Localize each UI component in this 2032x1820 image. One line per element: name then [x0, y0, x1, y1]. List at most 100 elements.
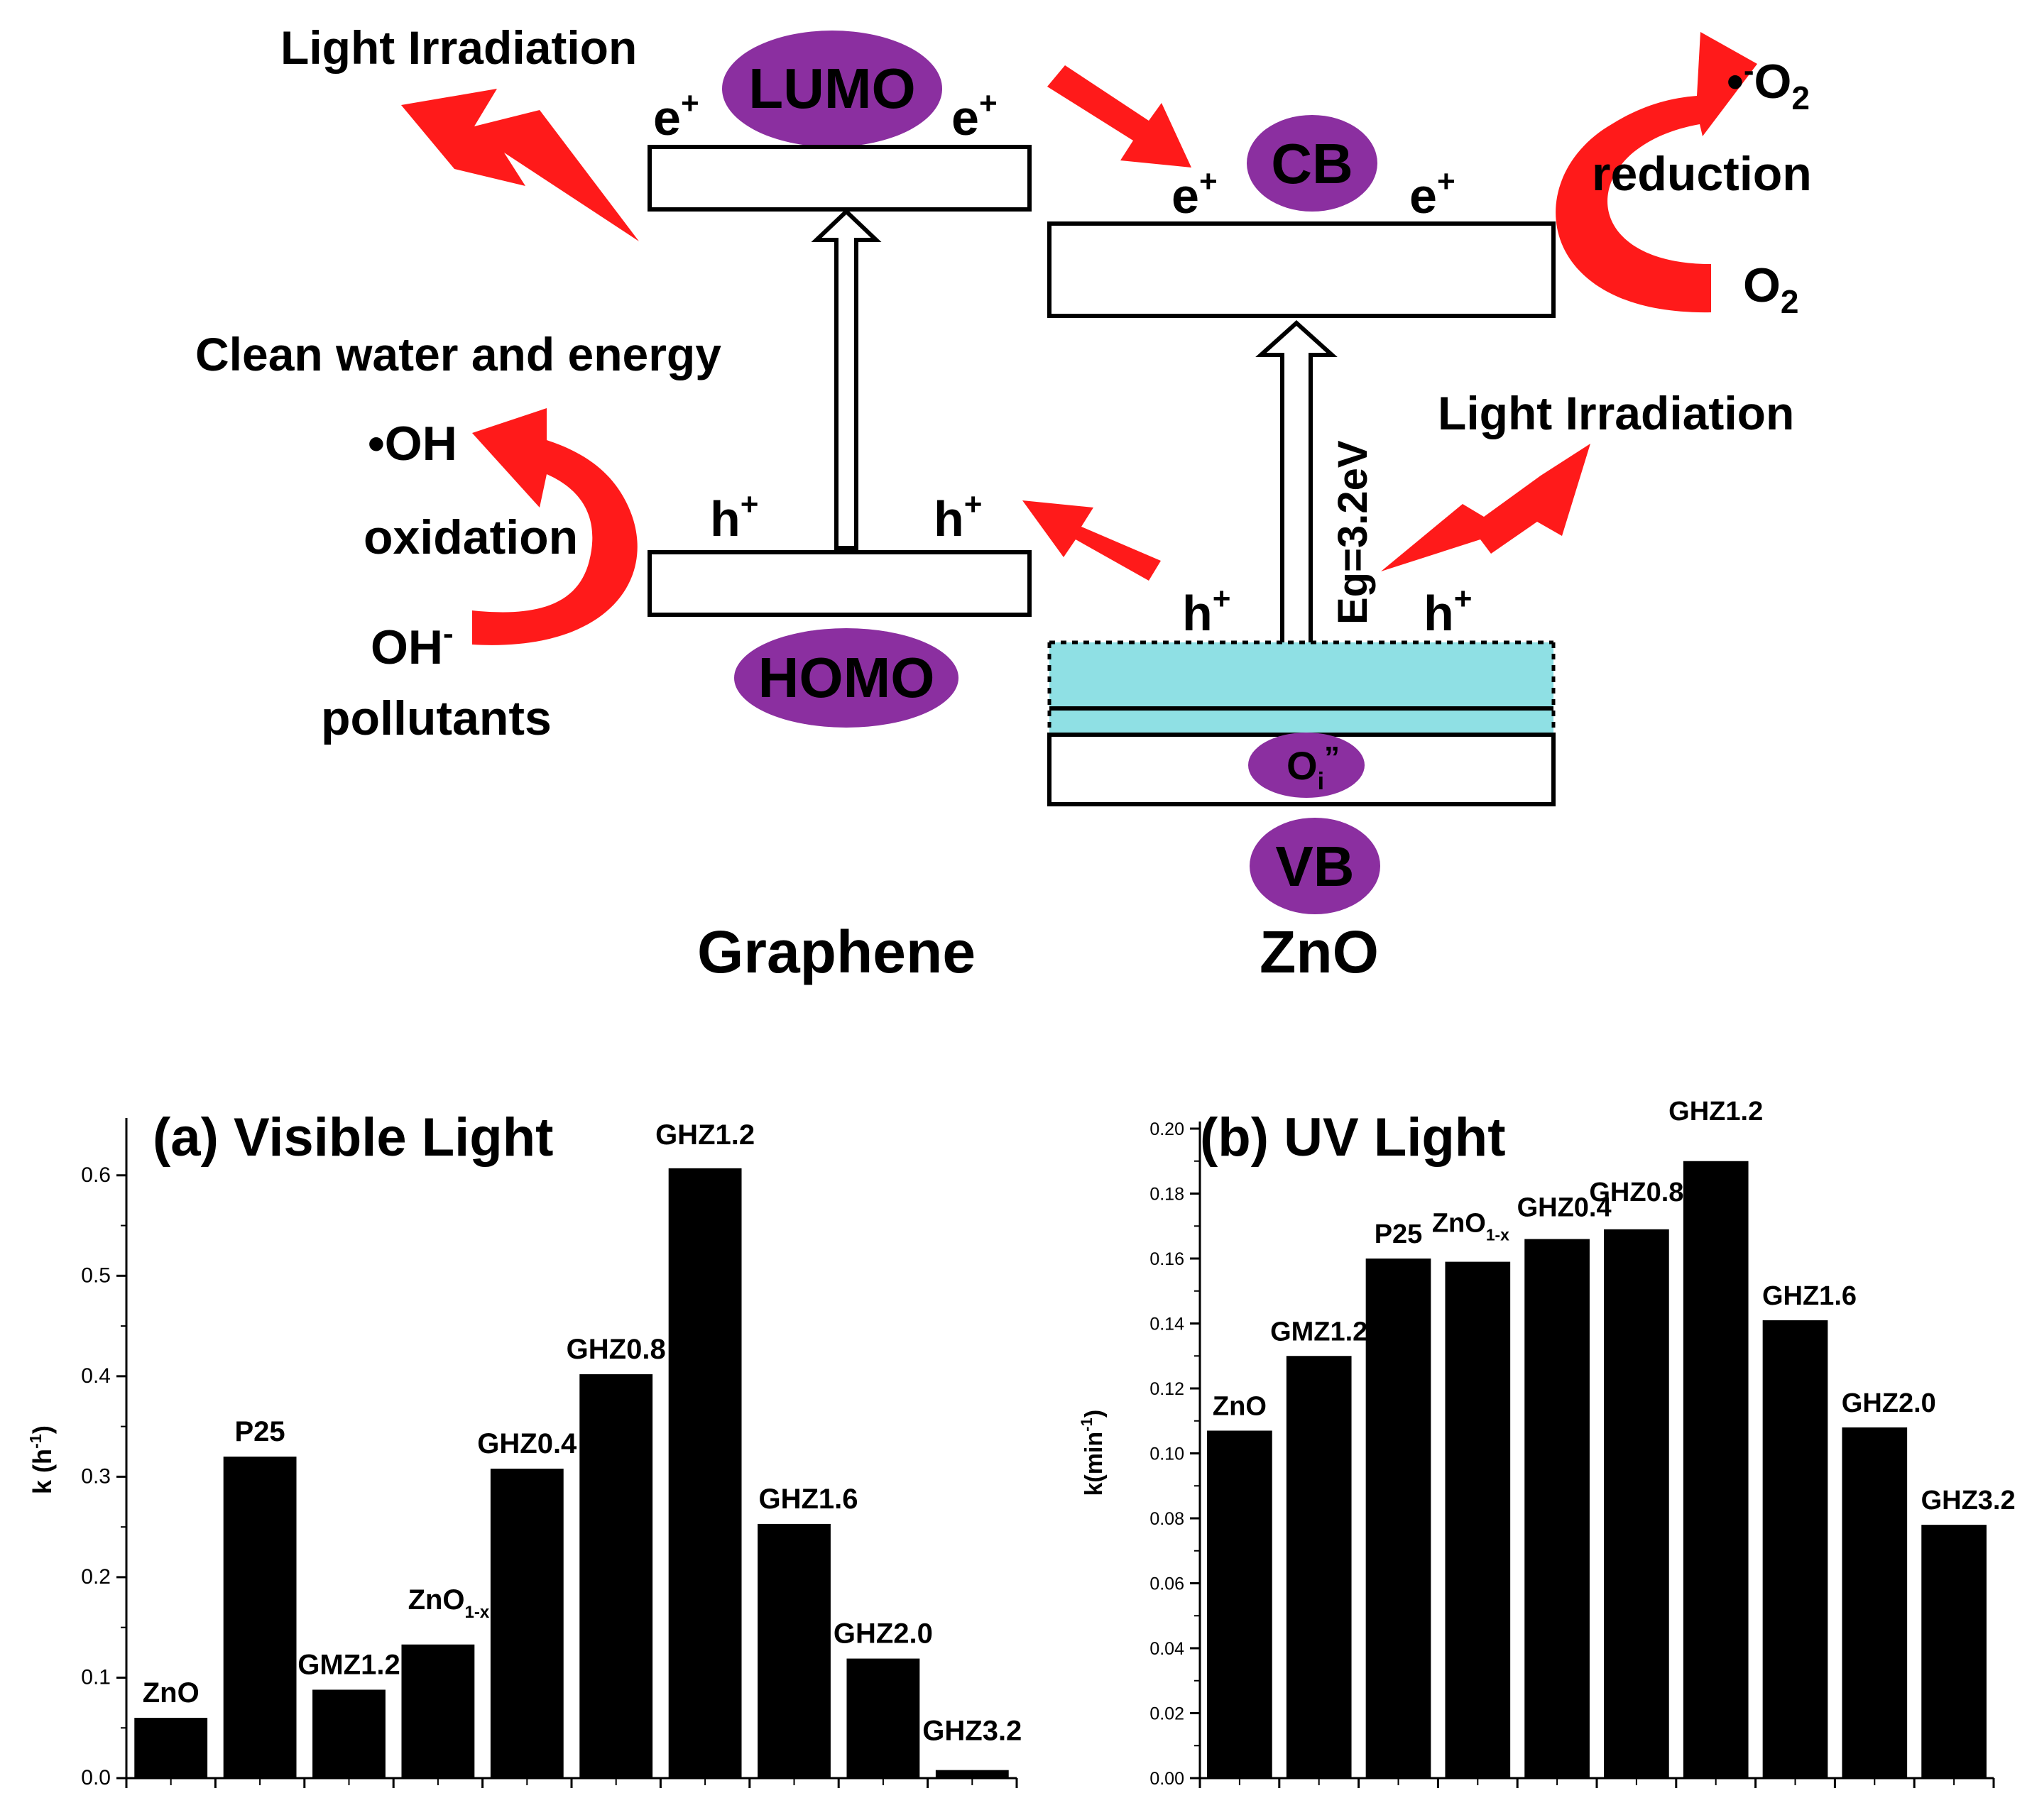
- y-axis-label: k(min-1): [1078, 1410, 1108, 1496]
- bar: [1207, 1430, 1272, 1778]
- oh-minus-label: OH-: [371, 616, 454, 674]
- oxidation-curved-arrow-icon: [472, 408, 638, 645]
- defect-band: [1049, 642, 1553, 735]
- y-tick-label: 0.08: [1149, 1509, 1184, 1529]
- graphene-label: Graphene: [697, 919, 976, 985]
- y-tick-label: 0.00: [1149, 1769, 1184, 1789]
- electron-label: e+: [951, 86, 998, 146]
- pollutants-label: pollutants: [321, 691, 552, 745]
- hole-label: h+: [710, 487, 758, 547]
- chart-title: (b) UV Light: [1200, 1107, 1506, 1168]
- y-tick-label: 0.06: [1149, 1574, 1184, 1594]
- bar: [1365, 1259, 1431, 1778]
- bar-label: ZnO: [143, 1677, 200, 1709]
- bar: [668, 1168, 742, 1778]
- oh-radical-label: •OH: [368, 417, 457, 471]
- bar-label: GMZ1.2: [1270, 1317, 1367, 1347]
- electron-label: e+: [1171, 164, 1218, 224]
- bar: [223, 1457, 297, 1778]
- bar: [1762, 1320, 1828, 1778]
- bar: [1445, 1261, 1511, 1778]
- electron-transfer-arrow-icon: [1047, 65, 1191, 168]
- vb-ellipse: [1250, 818, 1380, 914]
- defect-ellipse: [1248, 733, 1365, 798]
- bar-label: GHZ1.6: [758, 1484, 858, 1515]
- bar-label: GHZ3.2: [922, 1716, 1022, 1747]
- chart-uv-light: 0.00 0.02 0.04 0.06 0.08 0.10 0.12 0.14 0.16 0.18…: [1078, 1097, 2016, 1789]
- hole-label: h+: [1424, 581, 1472, 641]
- lightning-bolt-right-icon: [1381, 444, 1590, 571]
- y-tick-label: 0.02: [1149, 1704, 1184, 1724]
- graphene-homo-band: [648, 550, 1032, 617]
- bar: [1286, 1356, 1352, 1778]
- y-tick-label: 0.2: [81, 1565, 111, 1589]
- chart-title: (a) Visible Light: [153, 1107, 553, 1168]
- y-tick-label: 0.1: [81, 1665, 111, 1689]
- reduction-label: reduction: [1592, 147, 1812, 201]
- bar: [579, 1374, 653, 1778]
- hole-label: h+: [934, 487, 982, 547]
- bar-label: ZnO: [1213, 1391, 1267, 1421]
- bar: [758, 1523, 831, 1778]
- reduction-curved-arrow-icon: [1556, 32, 1757, 313]
- bar-label: GHZ2.0: [834, 1618, 933, 1650]
- bar: [1524, 1239, 1590, 1778]
- bar: [1842, 1427, 1908, 1778]
- energy-diagram: Light Irradiation LUMO e+ e+ Clean water…: [195, 21, 1812, 985]
- cb-ellipse: [1247, 115, 1377, 212]
- bar-label: GHZ0.8: [1589, 1178, 1683, 1207]
- lumo-label: LUMO: [748, 57, 916, 120]
- bar-label: GHZ2.0: [1842, 1388, 1936, 1418]
- bar: [935, 1770, 1009, 1778]
- bar: [1604, 1229, 1669, 1778]
- o2-label: O2: [1743, 258, 1799, 320]
- y-tick-label: 0.3: [81, 1464, 111, 1488]
- bar-label: P25: [235, 1416, 285, 1447]
- hole-transfer-arrow-icon: [1022, 500, 1161, 581]
- bar-label: GHZ0.4: [477, 1428, 577, 1459]
- bar: [1921, 1525, 1987, 1778]
- defect-label: Oi”: [1287, 740, 1340, 795]
- bar: [1683, 1161, 1749, 1778]
- y-tick-label: 0.4: [81, 1364, 111, 1388]
- y-tick-label: 0.12: [1149, 1379, 1184, 1399]
- bar-label: GHZ0.4: [1517, 1193, 1612, 1223]
- zno-cb-band: [1047, 221, 1556, 318]
- clean-water-label: Clean water and energy: [195, 328, 721, 380]
- cb-label: CB: [1271, 132, 1353, 195]
- bar-label: ZnO1-x: [1432, 1209, 1509, 1244]
- y-tick-label: 0.16: [1149, 1249, 1184, 1269]
- electron-label: e+: [1409, 164, 1455, 224]
- homo-label: HOMO: [758, 646, 935, 709]
- graphene-lumo-band: [648, 145, 1032, 212]
- superoxide-label: •-O2: [1727, 53, 1810, 116]
- y-tick-label: 0.5: [81, 1263, 111, 1287]
- bar-label: GHZ1.2: [655, 1119, 755, 1151]
- bar-label: GHZ3.2: [1921, 1486, 2016, 1515]
- hole-label: h+: [1182, 581, 1230, 641]
- homo-ellipse: [734, 628, 958, 728]
- oxidation-label: oxidation: [364, 510, 578, 564]
- bar-label: GMZ1.2: [297, 1649, 400, 1680]
- bar-label: P25: [1375, 1219, 1423, 1249]
- y-tick-label: 0.10: [1149, 1445, 1184, 1464]
- y-tick-label: 0.0: [81, 1766, 111, 1789]
- y-tick-label: 0.14: [1149, 1315, 1184, 1334]
- chart-visible-light: 0.00.10.20.30.40.50.6ZnOP25GMZ1.2ZnO1-xG…: [26, 1107, 1022, 1789]
- light-irradiation-top-label: Light Irradiation: [280, 21, 637, 74]
- y-tick-label: 0.04: [1149, 1639, 1184, 1659]
- bar: [401, 1644, 475, 1778]
- bar: [846, 1658, 920, 1778]
- y-tick-label: 0.18: [1149, 1185, 1184, 1205]
- bar: [134, 1718, 208, 1778]
- bar-label: ZnO1-x: [408, 1584, 490, 1622]
- bar-label: GHZ0.8: [567, 1334, 666, 1365]
- bandgap-label: Eg=3.2eV: [1330, 440, 1376, 625]
- bar-label: GHZ1.6: [1762, 1281, 1857, 1311]
- zno-label: ZnO: [1260, 919, 1379, 985]
- bar: [312, 1689, 386, 1778]
- y-tick-label: 0.20: [1149, 1119, 1184, 1139]
- light-irradiation-right-label: Light Irradiation: [1438, 387, 1794, 439]
- y-axis-label: k (h-1): [26, 1425, 57, 1494]
